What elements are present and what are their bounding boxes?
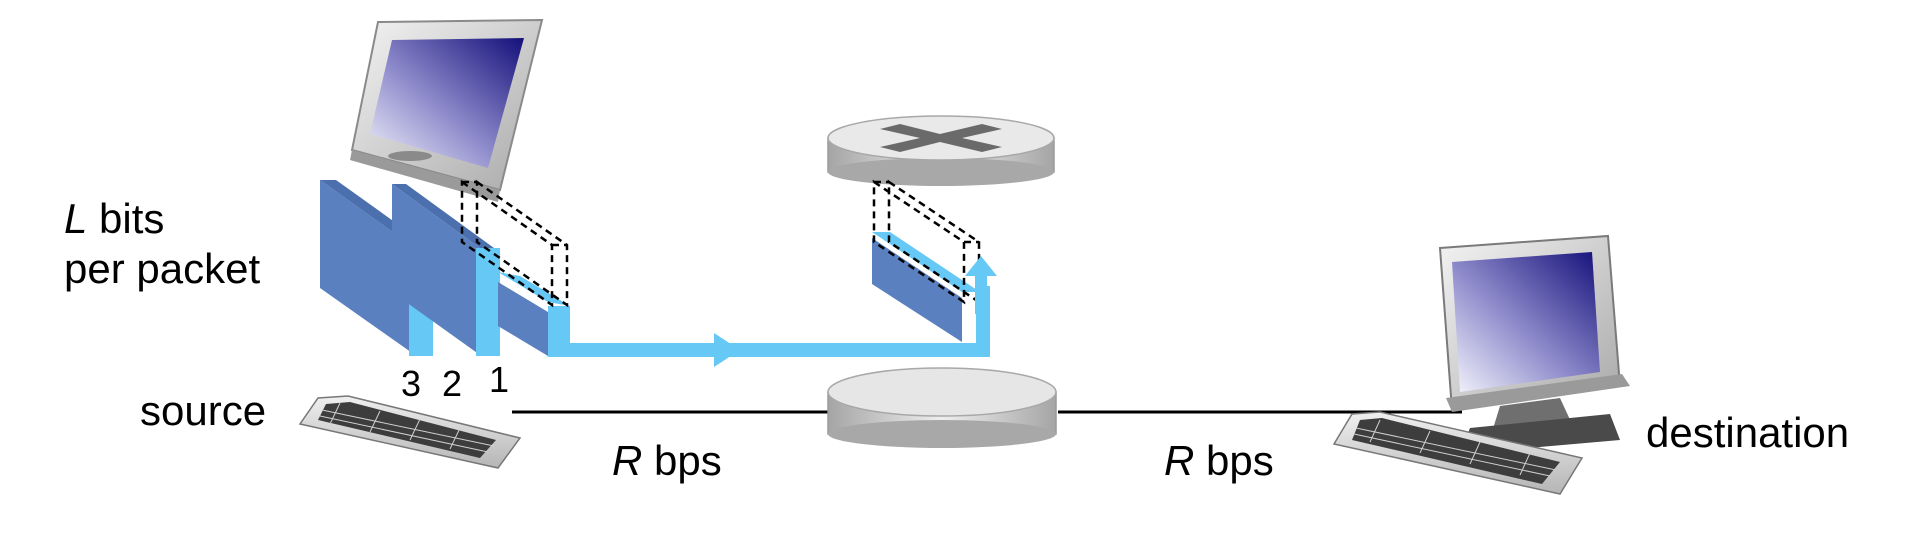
packet-number-3: 3 xyxy=(401,363,422,404)
link-rate-left: R bps xyxy=(612,440,722,482)
source-monitor-icon xyxy=(350,18,544,202)
source-label: source xyxy=(140,387,267,434)
packet-1-outline xyxy=(460,179,569,308)
destination-label: destination xyxy=(1646,409,1850,456)
bits-text: bits xyxy=(87,195,165,242)
destination-computer-icon xyxy=(1332,234,1630,495)
packet-number-2: 2 xyxy=(442,363,463,404)
bits-per-packet-label-line2: per packet xyxy=(64,245,261,292)
switch-disc xyxy=(827,367,1057,448)
bits-variable: L xyxy=(64,195,88,242)
router-icon xyxy=(827,115,1055,186)
packet-2 xyxy=(392,184,500,356)
link-rate-right: R bps xyxy=(1164,440,1274,482)
rate-text-left: bps xyxy=(642,437,722,484)
source-keyboard-icon xyxy=(298,395,522,469)
rate-variable-right: R xyxy=(1164,437,1195,484)
arrow-up-icon xyxy=(965,256,997,314)
rate-text-right: bps xyxy=(1194,437,1274,484)
rate-variable-left: R xyxy=(612,437,643,484)
packet-number-1: 1 xyxy=(489,359,510,400)
bits-per-packet-label-line1: L bits xyxy=(64,198,164,240)
router-packet-buffer xyxy=(872,232,980,342)
